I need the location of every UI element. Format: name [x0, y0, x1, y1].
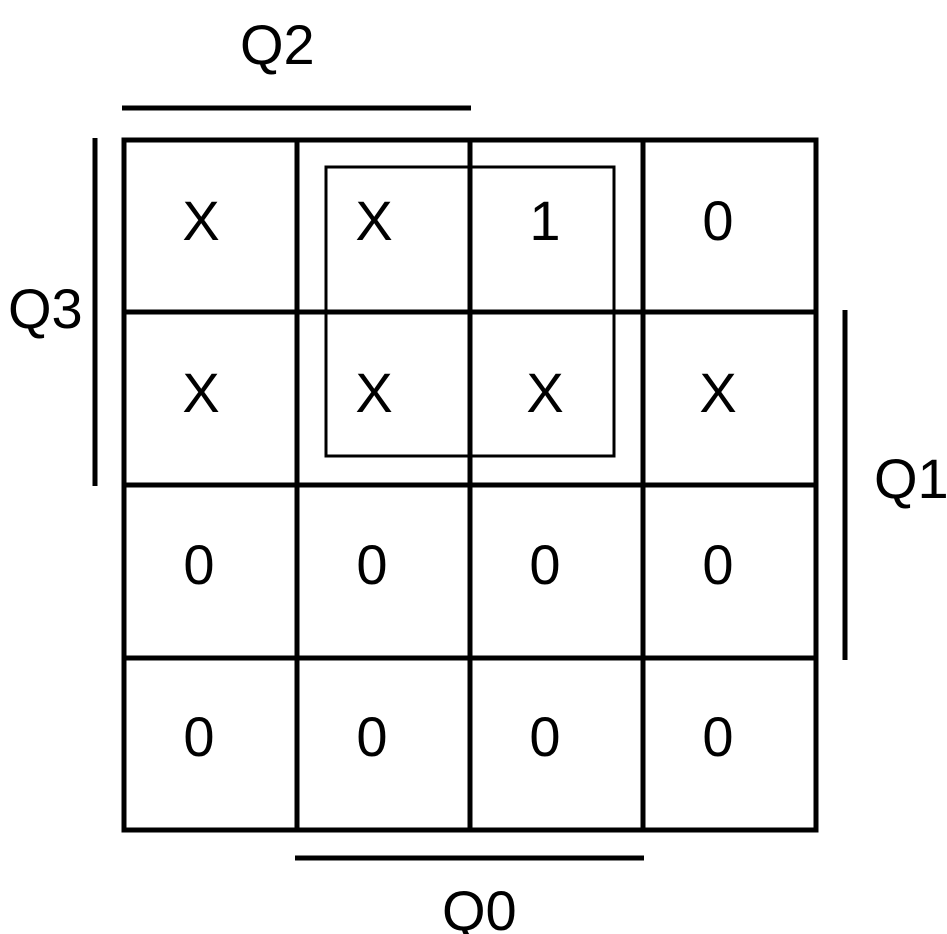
cell-r2-c2: 0 — [529, 533, 560, 596]
cell-r2-c1: 0 — [356, 533, 387, 596]
cell-r0-c1: X — [355, 189, 392, 252]
cell-r2-c0: 0 — [183, 533, 214, 596]
label-q3: Q3 — [8, 277, 83, 340]
group-loop — [324, 165, 616, 458]
cell-r3-c1: 0 — [356, 705, 387, 768]
label-q2: Q2 — [240, 13, 315, 76]
cell-r0-c3: 0 — [702, 189, 733, 252]
cell-r3-c0: 0 — [183, 705, 214, 768]
cell-r1-c3: X — [699, 361, 736, 424]
label-q1: Q1 — [874, 447, 947, 510]
cell-r0-c2: 1 — [529, 189, 560, 252]
cell-r3-c2: 0 — [529, 705, 560, 768]
cell-r0-c0: X — [182, 189, 219, 252]
cell-r3-c3: 0 — [702, 705, 733, 768]
cell-r1-c0: X — [182, 361, 219, 424]
kmap-grid — [121, 137, 819, 833]
cell-values: X X 1 0 X X X X 0 0 0 0 0 0 0 0 — [182, 189, 736, 768]
label-q0: Q0 — [442, 879, 517, 934]
cell-r2-c3: 0 — [702, 533, 733, 596]
cell-r1-c2: X — [526, 361, 563, 424]
cell-r1-c1: X — [355, 361, 392, 424]
